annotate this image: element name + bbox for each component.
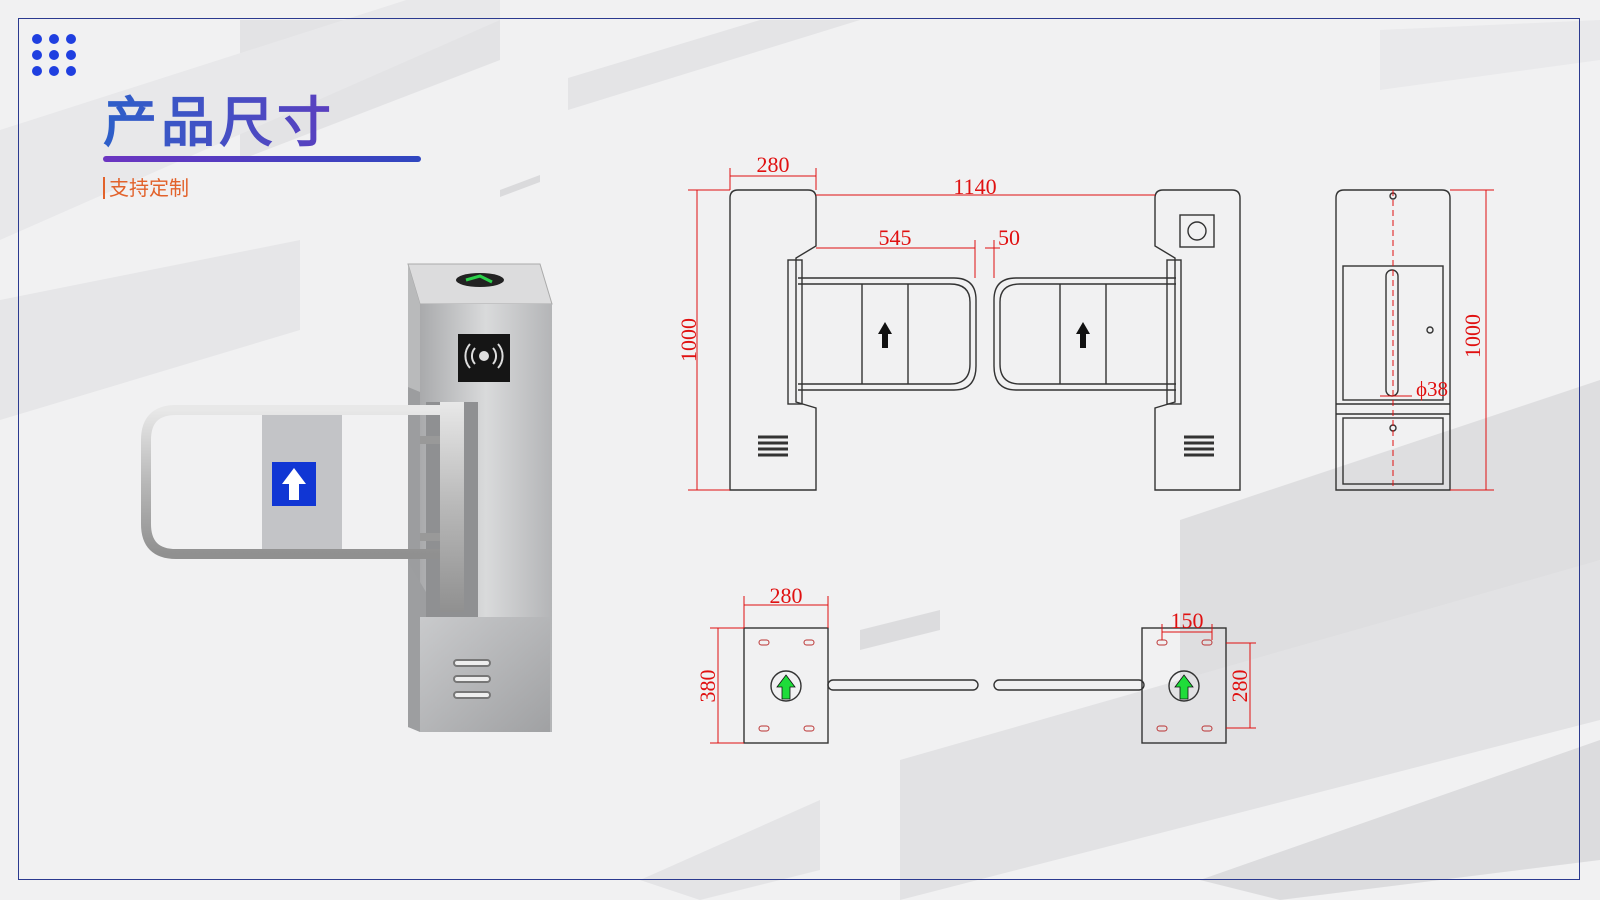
dots-grid-icon: [32, 34, 76, 76]
dim-top-left-depth: 380: [695, 670, 720, 703]
dim-gap: 50: [998, 225, 1020, 250]
dim-side-height: 1000: [1460, 314, 1485, 358]
page-title: 产品尺寸: [103, 78, 335, 157]
dim-gate-width: 545: [879, 225, 912, 250]
title-underline: [103, 156, 421, 162]
dim-post-width: 280: [757, 152, 790, 177]
dim-rod-diameter: ϕ38: [1416, 377, 1448, 401]
dim-top-left-width: 280: [770, 583, 803, 608]
dim-overall-width: 1140: [953, 174, 996, 199]
dim-top-right-inner: 150: [1171, 608, 1204, 633]
dim-top-right-depth: 280: [1227, 670, 1252, 703]
dim-front-height: 1000: [676, 318, 701, 362]
vent-grille-icon: [758, 435, 788, 457]
rfid-reader-icon: [464, 343, 504, 369]
subtitle-text: 支持定制: [109, 176, 189, 200]
page-subtitle: 支持定制: [103, 172, 189, 201]
turnstile-product-image: [141, 263, 553, 732]
slide-frame: [18, 18, 1580, 880]
